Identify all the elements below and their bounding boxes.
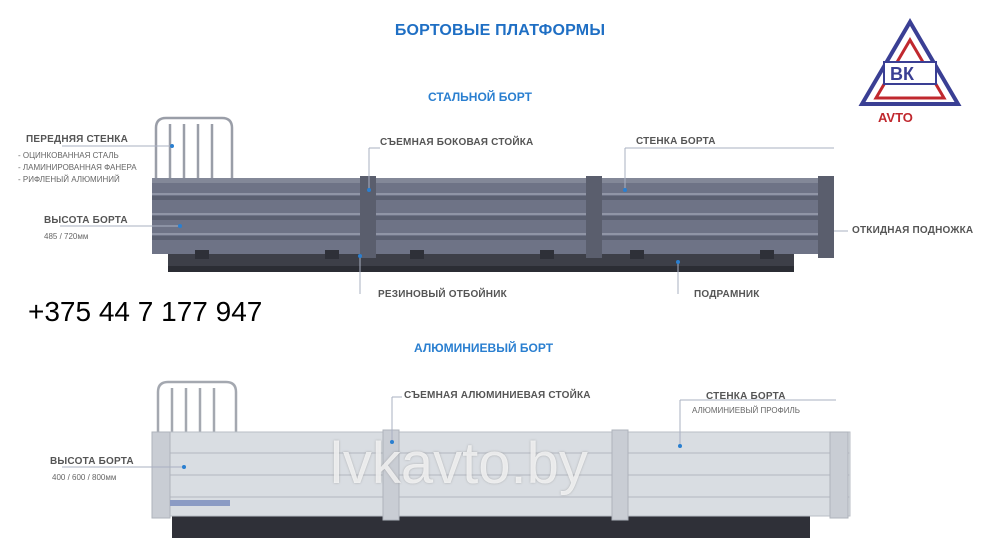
steel-rubber-bumper-label: РЕЗИНОВЫЙ ОТБОЙНИК [378,289,507,300]
logo-letters: ВК [890,64,914,84]
aluminum-removable-post-label: СЪЕМНАЯ АЛЮМИНИЕВАЯ СТОЙКА [404,390,591,401]
steel-folding-step-label: ОТКИДНАЯ ПОДНОЖКА [852,225,974,236]
watermark: lvkavto.by [330,431,588,496]
steel-side-wall-label: СТЕНКА БОРТА [636,136,716,147]
aluminum-profile-label: АЛЮМИНИЕВЫЙ ПРОФИЛЬ [692,406,800,415]
aluminum-side-height-label: ВЫСОТА БОРТА [50,456,134,467]
logo-text: AVTO [878,110,913,125]
aluminum-side-height-values: 400 / 600 / 800мм [52,473,117,482]
steel-side-height-values: 485 / 720мм [44,232,89,241]
page-title: БОРТОВЫЕ ПЛАТФОРМЫ [394,22,606,39]
aluminum-side-wall-label: СТЕНКА БОРТА [706,391,786,402]
steel-front-wall-label: ПЕРЕДНЯЯ СТЕНКА [26,134,128,145]
logo-icon [858,18,962,106]
steel-platform-image [152,116,834,272]
steel-material-2: - ЛАМИНИРОВАННАЯ ФАНЕРА [18,163,137,172]
steel-material-3: - РИФЛЕНЫЙ АЛЮМИНИЙ [18,175,120,184]
contact-phone: +375 44 7 177 947 [28,296,263,327]
aluminum-section-title: АЛЮМИНИЕВЫЙ БОРТ [414,341,554,355]
steel-section-title: СТАЛЬНОЙ БОРТ [428,90,532,104]
steel-material-1: - ОЦИНКОВАННАЯ СТАЛЬ [18,151,119,160]
steel-subframe-label: ПОДРАМНИК [694,289,760,300]
steel-removable-post-label: СЪЕМНАЯ БОКОВАЯ СТОЙКА [380,137,534,148]
aluminum-platform-image [151,380,851,538]
steel-side-height-label: ВЫСОТА БОРТА [44,215,128,226]
